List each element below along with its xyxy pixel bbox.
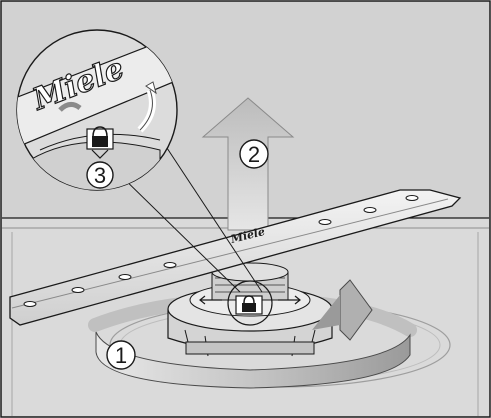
svg-text:3: 3 bbox=[94, 163, 106, 188]
tub-sides bbox=[11, 232, 479, 416]
leader-line-right bbox=[164, 144, 263, 293]
svg-text:1: 1 bbox=[115, 343, 127, 368]
step-2-marker: 2 bbox=[239, 139, 269, 169]
hub-arrow-left-head bbox=[199, 295, 206, 305]
spray-arm: Miele bbox=[9, 189, 462, 326]
step-3-marker: 3 bbox=[86, 161, 114, 189]
padlock-icon bbox=[86, 126, 114, 159]
padlock-icon bbox=[235, 295, 263, 315]
lock-detail-callout: Miele bbox=[16, 29, 178, 191]
leader-line-left bbox=[114, 169, 241, 293]
hub-arrow-right-head bbox=[294, 295, 301, 305]
rotation-arrow-icon bbox=[95, 279, 411, 389]
lock-detail-ring bbox=[227, 280, 273, 326]
step-1-marker: 1 bbox=[106, 340, 136, 370]
svg-text:2: 2 bbox=[248, 142, 260, 167]
